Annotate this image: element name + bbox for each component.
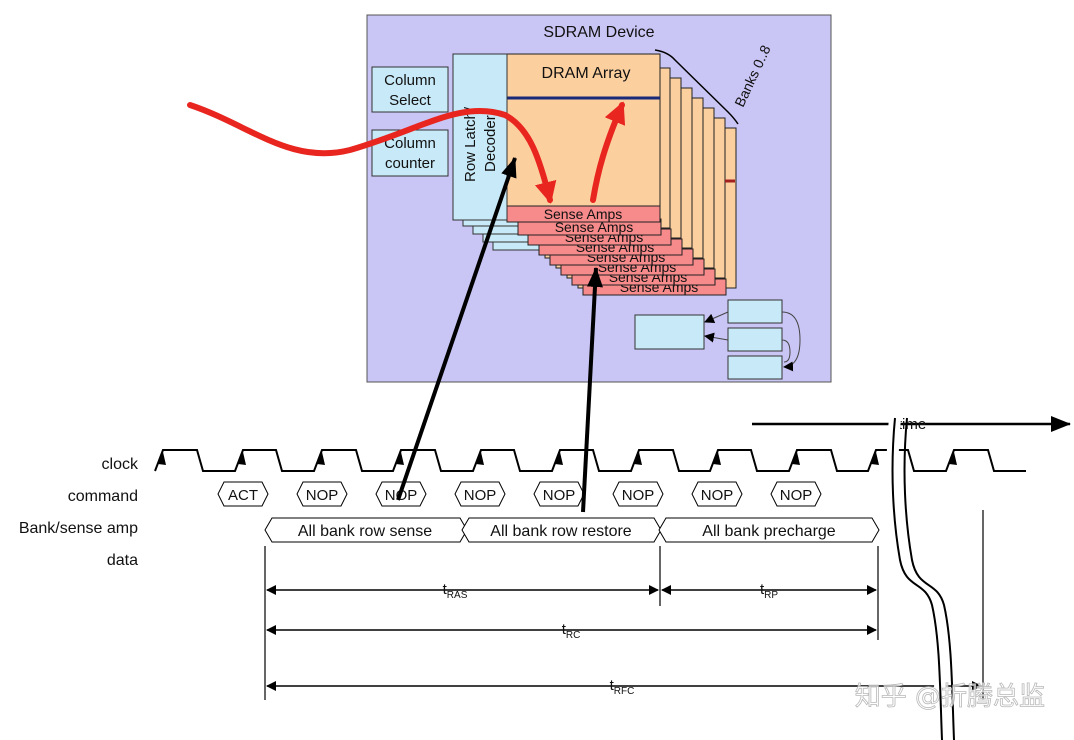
tras-label: tRAS xyxy=(443,581,468,601)
red-flow-arrow-up xyxy=(590,101,626,203)
column-counter-label-2: counter xyxy=(385,155,435,172)
control-block-2 xyxy=(727,327,783,352)
phase-precharge xyxy=(658,517,880,543)
signal-label-data: data xyxy=(107,552,138,569)
column-select-label-2: Select xyxy=(389,92,432,109)
phase-row-sense xyxy=(264,517,468,543)
clock-waveform xyxy=(154,449,1026,472)
trp-label: tRP xyxy=(760,581,778,601)
signal-label-clock: clock xyxy=(102,456,139,473)
phase-row-restore xyxy=(461,517,662,543)
command-nop-label-3: NOP xyxy=(464,487,497,504)
command-act-label: ACT xyxy=(228,487,258,504)
phase-precharge-label: All bank precharge xyxy=(702,523,836,540)
time-label: time xyxy=(898,416,926,433)
phase-row-sense-label: All bank row sense xyxy=(298,523,432,540)
dram-array xyxy=(506,53,661,207)
command-cell-nop-7 xyxy=(770,481,822,507)
control-blocks xyxy=(634,299,801,380)
row-latch-decoder xyxy=(452,53,508,221)
command-nop-label-4: NOP xyxy=(543,487,576,504)
row-latch-label-1: Row Latch/ xyxy=(462,106,479,182)
command-nop-label-7: NOP xyxy=(780,487,813,504)
trfc-label: tRFC xyxy=(610,677,635,697)
phase-row-restore-label: All bank row restore xyxy=(490,523,631,540)
sense-amp-label-0: Sense Amps xyxy=(544,206,623,222)
nop-to-senseamp-arrow xyxy=(581,267,603,513)
time-break xyxy=(886,417,955,740)
watermark: 知乎 @折腾总监 xyxy=(855,682,1045,712)
clock-edge-arrows xyxy=(158,452,957,465)
command-cell-nop-4 xyxy=(533,481,585,507)
column-counter-label-1: Column xyxy=(384,135,436,152)
signal-label-bank: Bank/sense amp xyxy=(19,520,138,537)
control-block-left xyxy=(634,314,705,350)
command-nop-label-6: NOP xyxy=(701,487,734,504)
act-to-decoder-arrow xyxy=(396,157,517,501)
row-latch-label-2: Decoder xyxy=(482,115,499,172)
command-nop-label-5: NOP xyxy=(622,487,655,504)
command-cell-nop-1 xyxy=(296,481,348,507)
timing-diagram: clock command Bank/sense amp data time A… xyxy=(19,157,1071,740)
sense-amp-stack: Sense Amps Sense Amps Sense Amps Sense A… xyxy=(506,205,727,296)
command-cell-nop-6 xyxy=(691,481,743,507)
sense-amp-label-1: Sense Amps xyxy=(555,219,634,235)
red-flow-arrow-in xyxy=(187,102,557,204)
command-cell-act xyxy=(217,481,269,507)
bank-phase-row: All bank row sense All bank row restore … xyxy=(264,517,880,543)
column-select-box xyxy=(371,66,449,113)
dram-array-label: DRAM Array xyxy=(542,65,631,82)
signal-label-command: command xyxy=(68,488,138,505)
trc-label: tRC xyxy=(562,621,581,641)
device-title: SDRAM Device xyxy=(543,24,654,41)
banks-brace xyxy=(654,49,739,125)
control-block-1 xyxy=(727,299,783,324)
command-nop-label-1: NOP xyxy=(306,487,339,504)
control-block-3 xyxy=(727,355,783,380)
column-select-label-1: Column xyxy=(384,72,436,89)
command-row: ACT NOP NOP NOP NOP NOP NOP NOP xyxy=(217,481,822,507)
sdram-device: SDRAM Device Sense Amps Sense Amps xyxy=(187,14,832,383)
command-cell-nop-3 xyxy=(454,481,506,507)
command-cell-nop-5 xyxy=(612,481,664,507)
